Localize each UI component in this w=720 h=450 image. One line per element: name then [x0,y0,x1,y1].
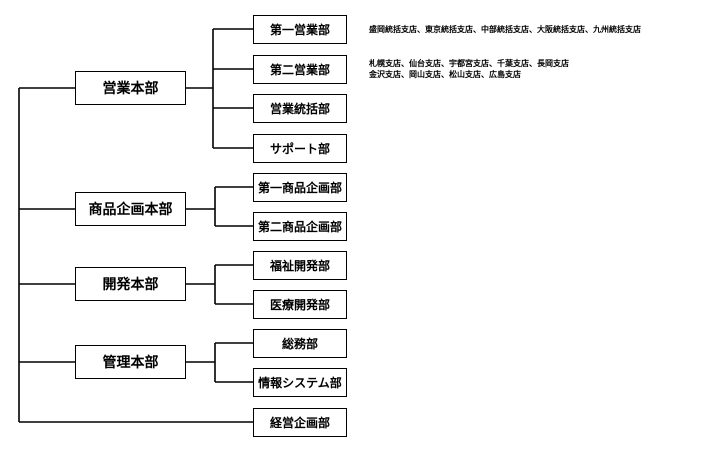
dept-corporate-planning: 経営企画部 [253,408,347,437]
dept-sales-2-label: 第二営業部 [269,63,330,77]
branch-note-line: 札幌支店、仙台支店、宇都宮支店、千葉支店、長岡支店 [369,59,569,68]
dept-medical-development: 医療開発部 [253,290,347,319]
dept-product-planning-2-label: 第二商品企画部 [257,220,342,234]
dept-support-label: サポート部 [269,142,330,156]
hq-development: 開発本部 [75,267,186,301]
branch-note-line: 金沢支店、岡山支店、松山支店、広島支店 [369,70,521,79]
hq-sales: 営業本部 [75,71,186,105]
branch-note-sales-1: 盛岡統括支店、東京統括支店、中部統括支店、大阪統括支店、九州統括支店 [369,24,641,35]
dept-general-affairs: 総務部 [253,329,347,358]
hq-product-planning: 商品企画本部 [75,192,186,226]
dept-information-systems: 情報システム部 [253,368,347,397]
branch-note-sales-2: 札幌支店、仙台支店、宇都宮支店、千葉支店、長岡支店 金沢支店、岡山支店、松山支店… [369,58,569,80]
hq-administration-label: 管理本部 [102,355,159,371]
dept-support: サポート部 [253,134,347,163]
dept-medical-development-label: 医療開発部 [269,298,330,312]
dept-information-systems-label: 情報システム部 [258,376,342,390]
hq-sales-label: 営業本部 [102,81,159,97]
dept-general-affairs-label: 総務部 [281,337,318,351]
dept-sales-1: 第一営業部 [253,15,347,44]
hq-product-planning-label: 商品企画本部 [88,202,173,218]
dept-corporate-planning-label: 経営企画部 [269,416,330,430]
dept-product-planning-2: 第二商品企画部 [253,212,347,241]
branch-note-line: 盛岡統括支店、東京統括支店、中部統括支店、大阪統括支店、九州統括支店 [369,25,641,34]
dept-sales-control-label: 営業統括部 [269,102,330,116]
dept-welfare-development-label: 福祉開発部 [269,259,330,273]
dept-sales-control: 営業統括部 [253,94,347,123]
dept-welfare-development: 福祉開発部 [253,251,347,280]
dept-product-planning-1-label: 第一商品企画部 [257,181,342,195]
dept-product-planning-1: 第一商品企画部 [253,173,347,202]
dept-sales-1-label: 第一営業部 [269,23,330,37]
hq-development-label: 開発本部 [102,277,159,293]
dept-sales-2: 第二営業部 [253,55,347,84]
hq-administration: 管理本部 [75,345,186,379]
